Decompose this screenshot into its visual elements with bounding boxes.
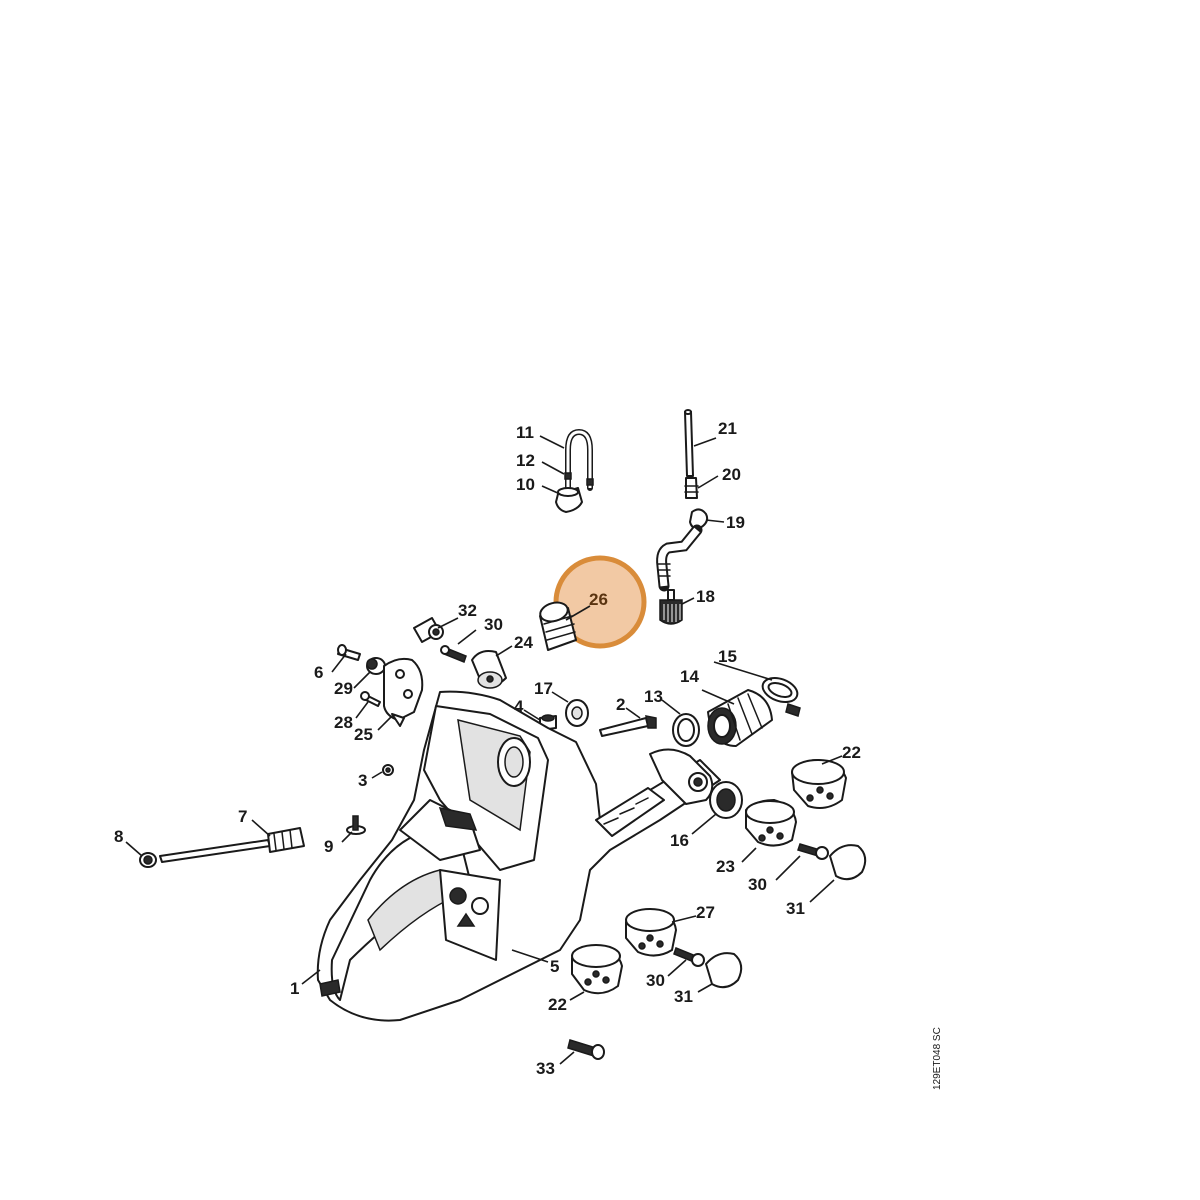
callout-numbers: 11 12 10 21 20 19 18 26 32 30 24 6 29 28… bbox=[114, 419, 861, 1078]
part-30-screw-bottom[interactable] bbox=[673, 947, 705, 967]
callout-33[interactable]: 33 bbox=[536, 1059, 555, 1078]
callout-8[interactable]: 8 bbox=[114, 827, 123, 846]
callout-15[interactable]: 15 bbox=[718, 647, 737, 666]
callout-4[interactable]: 4 bbox=[514, 697, 524, 716]
callout-5[interactable]: 5 bbox=[550, 957, 559, 976]
part-12-clip[interactable] bbox=[564, 472, 594, 486]
callout-29[interactable]: 29 bbox=[334, 679, 353, 698]
callout-7[interactable]: 7 bbox=[238, 807, 247, 826]
part-31-cap-bottom[interactable] bbox=[705, 952, 743, 989]
callout-16[interactable]: 16 bbox=[670, 831, 689, 850]
part-6-screw[interactable] bbox=[337, 644, 361, 661]
callout-21[interactable]: 21 bbox=[718, 419, 737, 438]
part-22-buffer-bottom[interactable] bbox=[571, 944, 623, 995]
callout-32[interactable]: 32 bbox=[458, 601, 477, 620]
callout-30-bottom[interactable]: 30 bbox=[646, 971, 665, 990]
part-2-bolt[interactable] bbox=[599, 715, 657, 737]
part-20-grommet[interactable] bbox=[684, 477, 699, 499]
figure-code: 129ET048 SC bbox=[932, 1027, 943, 1090]
part-25-handle-cover[interactable] bbox=[383, 657, 424, 727]
callout-30-top[interactable]: 30 bbox=[484, 615, 503, 634]
part-14-intake-manifold[interactable] bbox=[707, 689, 773, 747]
callout-11[interactable]: 11 bbox=[516, 423, 534, 442]
part-10-cap[interactable] bbox=[555, 487, 583, 513]
part-7-rod[interactable] bbox=[159, 827, 305, 863]
part-27-buffer[interactable] bbox=[625, 908, 677, 957]
part-22-buffer-top[interactable] bbox=[791, 759, 847, 809]
callout-10[interactable]: 10 bbox=[516, 475, 535, 494]
callout-24[interactable]: 24 bbox=[514, 633, 533, 652]
callout-9[interactable]: 9 bbox=[324, 837, 333, 856]
callout-19[interactable]: 19 bbox=[726, 513, 745, 532]
callout-30-right[interactable]: 30 bbox=[748, 875, 767, 894]
part-3-washer[interactable] bbox=[382, 764, 394, 776]
part-28-screw[interactable] bbox=[360, 691, 381, 707]
part-30-screw-right[interactable] bbox=[797, 843, 829, 860]
callout-23[interactable]: 23 bbox=[716, 857, 735, 876]
part-1-housing[interactable] bbox=[316, 690, 721, 1022]
callout-13[interactable]: 13 bbox=[644, 687, 663, 706]
part-29-spacer[interactable] bbox=[366, 657, 386, 675]
part-11-hose[interactable] bbox=[565, 428, 593, 491]
callout-1[interactable]: 1 bbox=[290, 979, 299, 998]
part-18-fuel-filter[interactable] bbox=[659, 589, 683, 625]
callout-14[interactable]: 14 bbox=[680, 667, 699, 686]
callout-6[interactable]: 6 bbox=[314, 663, 323, 682]
callout-20[interactable]: 20 bbox=[722, 465, 741, 484]
part-33-screw[interactable] bbox=[567, 1039, 605, 1060]
part-32-washer[interactable] bbox=[413, 617, 444, 643]
callout-25[interactable]: 25 bbox=[354, 725, 373, 744]
leader-lines bbox=[125, 435, 843, 1065]
part-23-buffer[interactable] bbox=[745, 799, 797, 847]
callout-2[interactable]: 2 bbox=[616, 695, 625, 714]
part-31-cap-right[interactable] bbox=[829, 844, 867, 881]
part-15-clamp[interactable] bbox=[759, 674, 801, 717]
callout-12[interactable]: 12 bbox=[516, 451, 535, 470]
callout-26[interactable]: 26 bbox=[589, 590, 608, 609]
callout-31-bottom[interactable]: 31 bbox=[674, 987, 693, 1006]
callout-28[interactable]: 28 bbox=[334, 713, 353, 732]
callout-22-bottom[interactable]: 22 bbox=[548, 995, 567, 1014]
callout-17[interactable]: 17 bbox=[534, 679, 553, 698]
part-8-nut[interactable] bbox=[139, 852, 157, 868]
part-16-ring[interactable] bbox=[709, 781, 743, 819]
callout-22-top[interactable]: 22 bbox=[842, 743, 861, 762]
part-24-buffer[interactable] bbox=[471, 650, 507, 689]
callout-31-right[interactable]: 31 bbox=[786, 899, 805, 918]
part-13-ring[interactable] bbox=[672, 713, 700, 747]
callout-18[interactable]: 18 bbox=[696, 587, 715, 606]
part-30-screw-top[interactable] bbox=[440, 645, 467, 663]
part-17-seal[interactable] bbox=[565, 699, 589, 727]
part-9-pin[interactable] bbox=[346, 815, 366, 835]
callout-3[interactable]: 3 bbox=[358, 771, 367, 790]
part-19-fuel-hose[interactable] bbox=[656, 508, 709, 592]
callout-27[interactable]: 27 bbox=[696, 903, 715, 922]
part-21-rod[interactable] bbox=[684, 409, 694, 477]
